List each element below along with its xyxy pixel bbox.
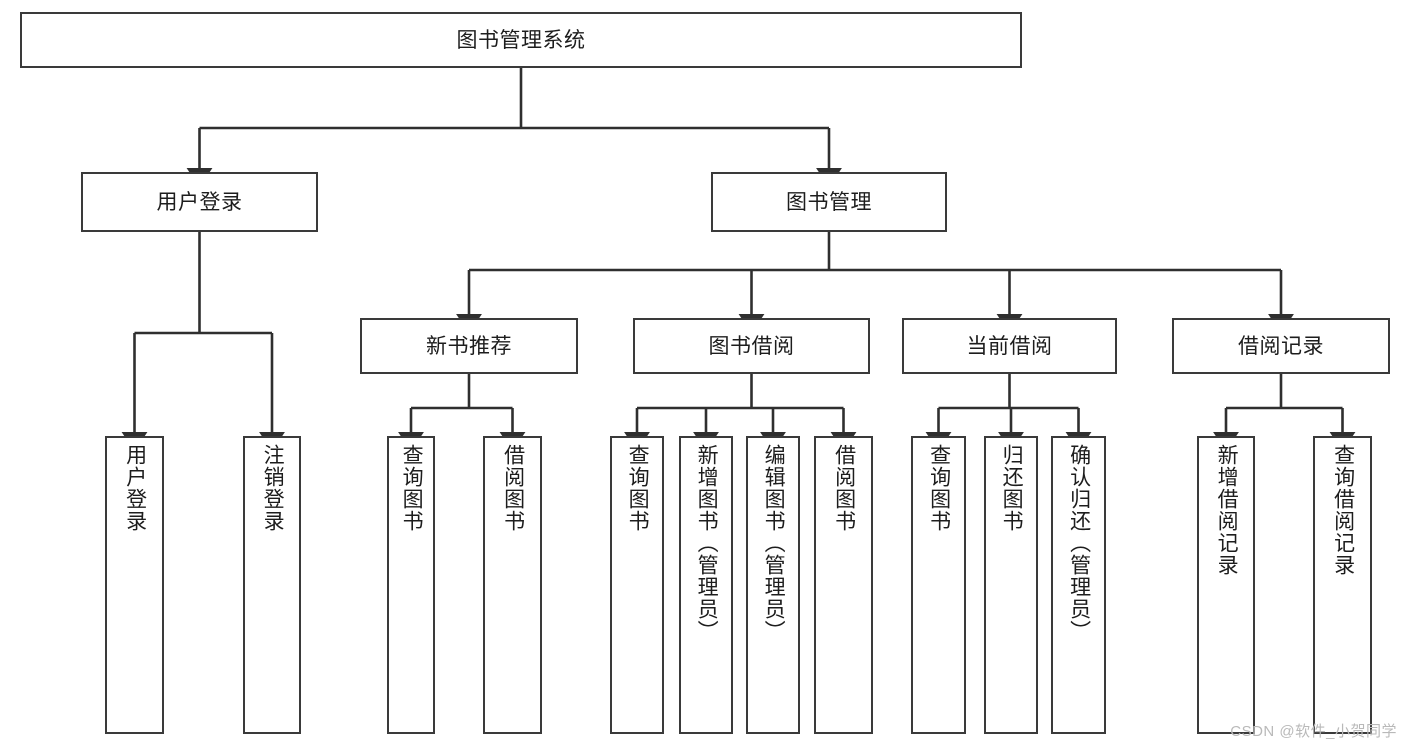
node-l13[interactable]: 查询借阅记录 xyxy=(1313,436,1372,734)
node-label: 查询图书 xyxy=(400,444,424,532)
node-n2a[interactable]: 用户登录 xyxy=(81,172,318,232)
node-label: 归还图书 xyxy=(1000,444,1024,532)
node-l11[interactable]: 确认归还（管理员） xyxy=(1051,436,1106,734)
node-label: 图书管理 xyxy=(786,190,872,214)
node-n3a[interactable]: 新书推荐 xyxy=(360,318,578,374)
node-label: 查询借阅记录 xyxy=(1331,444,1355,576)
node-n3d[interactable]: 借阅记录 xyxy=(1172,318,1390,374)
node-l10[interactable]: 归还图书 xyxy=(984,436,1038,734)
node-l6[interactable]: 新增图书（管理员） xyxy=(679,436,733,734)
node-l8[interactable]: 借阅图书 xyxy=(814,436,873,734)
node-root[interactable]: 图书管理系统 xyxy=(20,12,1022,68)
node-n3b[interactable]: 图书借阅 xyxy=(633,318,870,374)
node-label: 用户登录 xyxy=(123,444,147,532)
watermark: CSDN @软件_小贺同学 xyxy=(1230,723,1397,740)
node-label: 查询图书 xyxy=(626,444,650,532)
node-label: 编辑图书（管理员） xyxy=(762,444,786,642)
node-l3[interactable]: 查询图书 xyxy=(387,436,435,734)
node-label: 借阅记录 xyxy=(1238,334,1324,358)
node-label: 借阅图书 xyxy=(501,444,525,532)
node-l2[interactable]: 注销登录 xyxy=(243,436,301,734)
node-l12[interactable]: 新增借阅记录 xyxy=(1197,436,1255,734)
node-label: 新增图书（管理员） xyxy=(695,444,719,642)
node-l4[interactable]: 借阅图书 xyxy=(483,436,542,734)
node-l1[interactable]: 用户登录 xyxy=(105,436,164,734)
node-n2b[interactable]: 图书管理 xyxy=(711,172,947,232)
node-l5[interactable]: 查询图书 xyxy=(610,436,664,734)
node-label: 注销登录 xyxy=(261,444,285,532)
node-label: 当前借阅 xyxy=(966,334,1053,358)
node-l7[interactable]: 编辑图书（管理员） xyxy=(746,436,800,734)
node-label: 新增借阅记录 xyxy=(1215,444,1239,576)
node-n3c[interactable]: 当前借阅 xyxy=(902,318,1117,374)
node-l9[interactable]: 查询图书 xyxy=(911,436,966,734)
node-label: 确认归还（管理员） xyxy=(1067,444,1091,642)
node-label: 查询图书 xyxy=(927,444,951,532)
node-label: 图书借阅 xyxy=(708,334,795,358)
node-label: 新书推荐 xyxy=(426,334,512,358)
node-label: 借阅图书 xyxy=(832,444,856,532)
node-label: 用户登录 xyxy=(156,190,243,214)
node-label: 图书管理系统 xyxy=(456,28,586,52)
